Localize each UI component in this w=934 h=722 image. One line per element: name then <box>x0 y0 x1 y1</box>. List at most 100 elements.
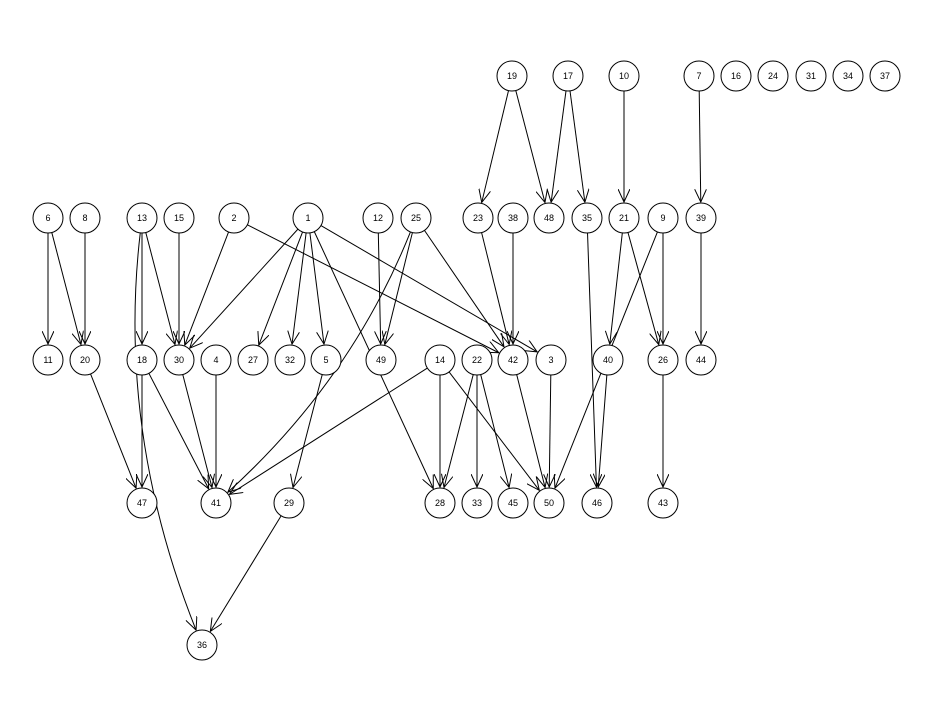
node-34: 34 <box>832 60 864 92</box>
node-25: 25 <box>400 202 432 234</box>
edge-22-to-28 <box>444 374 474 488</box>
edge-42-to-50 <box>516 374 545 488</box>
node-14: 14 <box>424 344 456 376</box>
node-circle <box>461 487 493 519</box>
node-21: 21 <box>608 202 640 234</box>
node-circle <box>424 487 456 519</box>
edge-line <box>259 231 304 345</box>
node-circle <box>200 344 232 376</box>
edge-1-to-27 <box>259 231 304 345</box>
node-circle <box>496 60 528 92</box>
node-31: 31 <box>795 60 827 92</box>
node-label: 46 <box>592 498 602 508</box>
node-50: 50 <box>533 487 565 519</box>
node-circle <box>69 344 101 376</box>
node-circle <box>126 202 158 234</box>
edge-line <box>424 230 504 346</box>
edge-line <box>569 90 585 202</box>
node-label: 20 <box>80 355 90 365</box>
node-label: 21 <box>619 213 629 223</box>
edge-line <box>90 373 137 488</box>
node-circle <box>535 344 567 376</box>
node-18: 18 <box>126 344 158 376</box>
edge-line <box>247 224 498 353</box>
node-circle <box>274 344 306 376</box>
edge-2-to-30 <box>185 231 230 345</box>
node-41: 41 <box>200 487 232 519</box>
node-label: 2 <box>231 213 236 223</box>
node-circle <box>237 344 269 376</box>
edge-19-to-48 <box>515 90 545 203</box>
node-32: 32 <box>274 344 306 376</box>
node-28: 28 <box>424 487 456 519</box>
edge-30-to-41 <box>182 374 212 488</box>
node-circle <box>400 202 432 234</box>
node-label: 34 <box>843 71 853 81</box>
edge-18-to-41 <box>148 373 209 488</box>
edge-3-to-50 <box>549 374 551 487</box>
node-47: 47 <box>126 487 158 519</box>
node-circle <box>126 344 158 376</box>
node-22: 22 <box>461 344 493 376</box>
node-circle <box>362 202 394 234</box>
node-42: 42 <box>497 344 529 376</box>
node-label: 23 <box>473 213 483 223</box>
node-4: 4 <box>200 344 232 376</box>
edge-17-to-35 <box>569 90 585 202</box>
node-48: 48 <box>533 202 565 234</box>
node-37: 37 <box>869 60 901 92</box>
node-9: 9 <box>647 202 679 234</box>
node-label: 25 <box>411 213 421 223</box>
node-circle <box>273 487 305 519</box>
edge-line <box>145 232 175 345</box>
node-label: 35 <box>582 213 592 223</box>
node-circle <box>685 344 717 376</box>
node-label: 5 <box>323 355 328 365</box>
edge-line <box>309 232 324 344</box>
node-circle <box>126 487 158 519</box>
node-label: 43 <box>658 498 668 508</box>
node-circle <box>186 629 218 661</box>
node-circle <box>608 60 640 92</box>
edge-7-to-39 <box>699 90 701 202</box>
node-46: 46 <box>581 487 613 519</box>
node-3: 3 <box>535 344 567 376</box>
node-circle <box>683 60 715 92</box>
node-26: 26 <box>647 344 679 376</box>
node-circle <box>533 202 565 234</box>
node-label: 24 <box>768 71 778 81</box>
edge-1-to-3 <box>320 225 537 352</box>
edge-line <box>148 373 209 488</box>
edge-line <box>320 225 537 352</box>
node-2: 2 <box>218 202 250 234</box>
node-label: 42 <box>508 355 518 365</box>
node-circle <box>552 60 584 92</box>
node-label: 16 <box>731 71 741 81</box>
edge-20-to-47 <box>90 373 137 488</box>
node-36: 36 <box>186 629 218 661</box>
node-8: 8 <box>69 202 101 234</box>
node-label: 7 <box>696 71 701 81</box>
edge-21-to-26 <box>627 232 659 344</box>
edge-line <box>292 232 307 344</box>
node-5: 5 <box>310 344 342 376</box>
node-label: 6 <box>45 213 50 223</box>
edge-19-to-23 <box>482 90 509 203</box>
edge-6-to-20 <box>51 232 81 345</box>
edge-1-to-5 <box>309 232 324 344</box>
node-27: 27 <box>237 344 269 376</box>
node-circle <box>163 202 195 234</box>
edge-line <box>444 374 474 488</box>
node-11: 11 <box>32 344 64 376</box>
edge-line <box>598 374 608 487</box>
node-circle <box>461 344 493 376</box>
node-circle <box>32 202 64 234</box>
node-label: 27 <box>248 355 258 365</box>
edge-14-to-41 <box>229 367 428 494</box>
node-label: 15 <box>174 213 184 223</box>
node-20: 20 <box>69 344 101 376</box>
node-label: 39 <box>696 213 706 223</box>
node-label: 18 <box>137 355 147 365</box>
node-label: 48 <box>544 213 554 223</box>
